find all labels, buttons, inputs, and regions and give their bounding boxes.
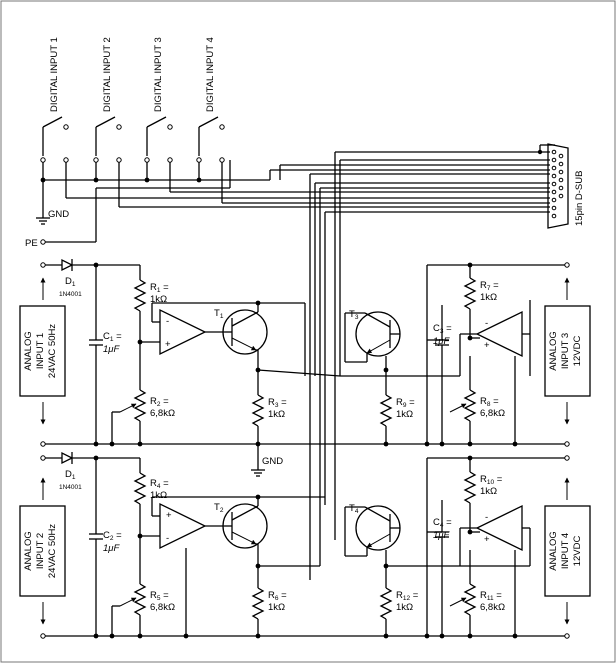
c1-value: 1μF <box>103 344 120 355</box>
c2-value: 1μF <box>103 543 120 554</box>
channel-4: R10 = 1kΩ C4 = 1μF - + T4 R12 = <box>344 455 591 636</box>
digital-input-1-label: DIGITAL INPUT 1 <box>49 37 60 112</box>
r1-value: 1kΩ <box>150 294 167 305</box>
r11-label: R11 = <box>480 590 502 602</box>
pe-label: PE <box>25 238 38 249</box>
r10-label: R10 = <box>480 474 503 486</box>
analog-input-1-line2: INPUT 1 <box>35 333 46 369</box>
c2-label: C2 = <box>103 530 122 542</box>
gnd-label-top: GND <box>48 209 69 220</box>
c4-value: 1μF <box>433 530 450 541</box>
r4-value: 1kΩ <box>150 490 167 501</box>
r12-value: 1kΩ <box>396 602 413 613</box>
ground-symbol-top <box>36 217 50 225</box>
r10-value: 1kΩ <box>480 486 497 497</box>
r9-label: R9 = <box>396 397 415 409</box>
analog-input-1-line3: 24VAC 50Hz <box>47 324 58 378</box>
r2-value: 6,8kΩ <box>150 408 175 419</box>
t4-label: T4 <box>349 503 359 515</box>
diode-2-part: 1N4001 <box>59 484 82 491</box>
c3-label: C3 = <box>433 323 452 335</box>
analog-input-1-line1: ANALOG <box>23 331 34 371</box>
signal-bus <box>309 144 555 580</box>
switch-2 <box>93 116 122 163</box>
r8-label: R8 = <box>480 396 499 408</box>
r9-value: 1kΩ <box>396 409 413 420</box>
r11-value: 6,8kΩ <box>480 602 505 613</box>
t3-label: T3 <box>349 309 359 321</box>
r8-value: 6,8kΩ <box>480 408 505 419</box>
analog-input-2-line3: 24VAC 50Hz <box>47 524 58 578</box>
r3-value: 1kΩ <box>268 409 285 420</box>
digital-input-3-label: DIGITAL INPUT 3 <box>153 37 164 112</box>
diode-2-ref: D1 <box>65 469 76 481</box>
dsub-label: 15pin D-SUB <box>574 171 585 226</box>
t2-label: T2 <box>214 502 224 514</box>
analog-input-2-line1: ANALOG <box>23 531 34 571</box>
analog-input-4-line3: 12VDC <box>572 536 583 567</box>
pe-terminal <box>40 239 46 245</box>
r3-label: R3 = <box>268 397 287 409</box>
opamp-2-plus: + <box>166 510 172 521</box>
r7-value: 1kΩ <box>480 292 497 303</box>
analog-input-2-line2: INPUT 2 <box>35 533 46 569</box>
opamp-4-minus: - <box>485 512 488 523</box>
dsub-connector <box>537 143 569 229</box>
diode-1-part: 1N4001 <box>59 291 82 298</box>
r4-label: R4 = <box>150 478 169 490</box>
r7-label: R7 = <box>480 280 499 292</box>
analog-input-4-line1: ANALOG <box>548 531 559 571</box>
r6-value: 1kΩ <box>268 602 285 613</box>
r2-label: R2 = <box>150 396 169 408</box>
r6-label: R6 = <box>268 590 287 602</box>
opamp-3-minus: - <box>485 318 488 329</box>
digital-input-2-label: DIGITAL INPUT 2 <box>102 37 113 112</box>
c1-label: C1 = <box>103 331 122 343</box>
opamp-1-minus: - <box>166 316 169 327</box>
analog-input-3-line1: ANALOG <box>548 331 559 371</box>
analog-input-3-line2: INPUT 3 <box>560 333 571 369</box>
channel-2: D1 1N4001 ANALOG INPUT 2 24VAC 50Hz C2 =… <box>19 451 325 636</box>
channel-3: R7 = 1kΩ C3 = 1μF - + T3 <box>340 262 591 444</box>
diode-1-ref: D1 <box>65 276 76 288</box>
switch-1 <box>40 116 69 163</box>
analog-input-3-line3: 12VDC <box>572 336 583 367</box>
switch-3 <box>144 116 173 163</box>
r5-label: R5 = <box>150 590 169 602</box>
t1-label: T1 <box>214 308 224 320</box>
channel-1: D1 1N4001 ANALOG INPUT 1 24VAC 50Hz C1 =… <box>19 258 341 477</box>
r12-label: R12 = <box>396 590 419 602</box>
digital-input-section: DIGITAL INPUT 1 DIGITAL INPUT 2 DIGITAL … <box>25 37 550 249</box>
c4-label: C4 = <box>433 517 452 529</box>
digital-input-4-label: DIGITAL INPUT 4 <box>205 37 216 112</box>
analog-input-4-line2: INPUT 4 <box>560 533 571 569</box>
opamp-4-plus: + <box>484 534 490 545</box>
opamp-3-plus: + <box>484 340 490 351</box>
opamp-1-plus: + <box>165 339 171 350</box>
switch-4 <box>196 116 225 163</box>
c3-value: 1μF <box>433 336 450 347</box>
opamp-2-minus: - <box>166 533 169 544</box>
r5-value: 6,8kΩ <box>150 602 175 613</box>
r1-label: R1 = <box>150 282 169 294</box>
gnd-label-middle: GND <box>262 456 283 467</box>
